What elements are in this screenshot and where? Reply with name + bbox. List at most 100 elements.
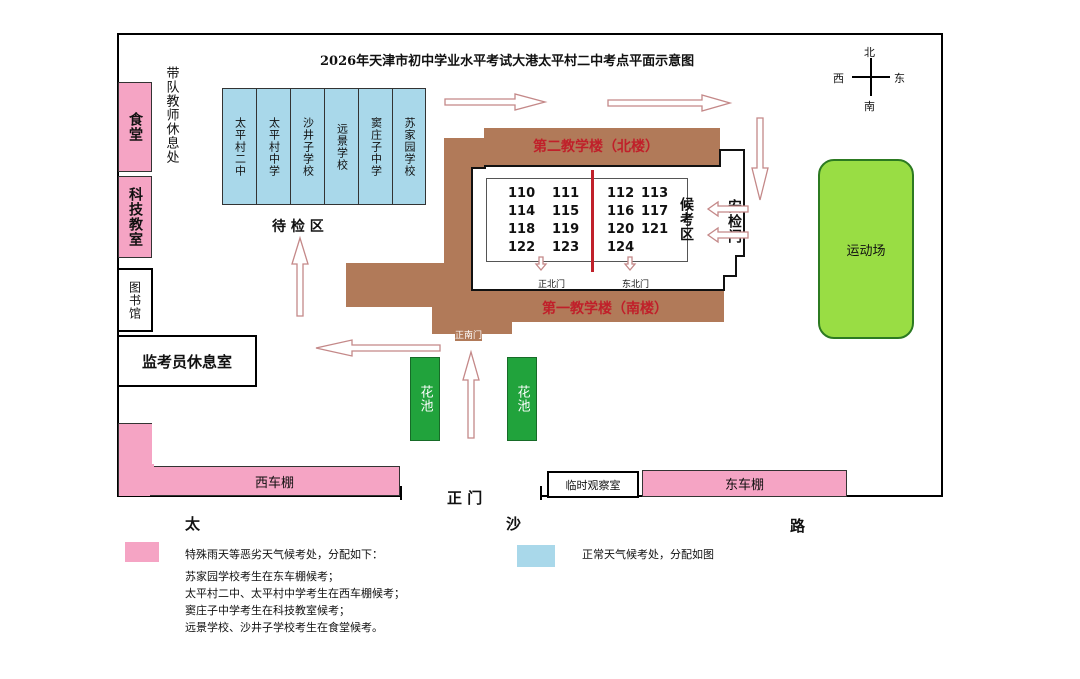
room: 113 — [641, 186, 669, 201]
room-row: 110 111 — [508, 185, 579, 203]
arrow-down-door-1 — [534, 256, 548, 272]
proctor-rest-room: 监考员休息室 — [117, 335, 257, 387]
legend-pink-swatch — [125, 542, 159, 562]
school-1-label: 太平村二中 — [233, 116, 247, 177]
room: 122 — [508, 240, 536, 255]
compass: 北 南 西 东 — [832, 44, 912, 114]
room-row: 112 113 — [607, 185, 668, 203]
compass-west: 西 — [833, 72, 844, 85]
arrow-down-door-2 — [623, 256, 637, 272]
legend-blue-swatch — [517, 545, 555, 567]
room: 118 — [508, 222, 536, 237]
west-shed: 西车棚 — [150, 466, 400, 496]
school-5: 窦庄子中学 — [358, 88, 393, 205]
arrow-right-1 — [444, 93, 548, 111]
legend-blue-label: 正常天气候考处，分配如图 — [582, 548, 714, 561]
room: 123 — [552, 240, 580, 255]
room-row: 124 — [607, 239, 668, 257]
building-main-shape — [346, 128, 724, 334]
legend-note: 太平村二中、太平村中学考生在西车棚候考； — [185, 587, 405, 600]
school-6: 苏家园学校 — [392, 88, 426, 205]
room: 114 — [508, 204, 536, 219]
south-building-label: 第一教学楼（南楼） — [542, 301, 668, 317]
room: 117 — [641, 204, 669, 219]
gate-post-left — [400, 486, 402, 500]
school-2-label: 太平村中学 — [267, 116, 281, 177]
room: 124 — [607, 240, 635, 255]
legend-pink-label: 特殊雨天等恶劣天气候考处，分配如下： — [185, 548, 383, 561]
room-row: 114 115 — [508, 203, 579, 221]
south-main-door: 正南门 — [455, 328, 483, 341]
road-char-1: 太 — [185, 515, 201, 533]
tech-classroom: 科技教室 — [118, 176, 152, 258]
arrow-left-2 — [706, 226, 749, 244]
legend-note: 苏家园学校考生在东车棚候考； — [185, 570, 339, 583]
room: 110 — [508, 186, 536, 201]
north-main-door: 正北门 — [538, 280, 566, 290]
room-row: 120 121 — [607, 221, 668, 239]
waiting-area: 候考区 — [676, 186, 696, 252]
road-char-3: 路 — [790, 517, 806, 535]
classrooms-area — [486, 178, 688, 262]
legend-notes: 苏家园学校考生在东车棚候考； 太平村二中、太平村中学考生在西车棚候考； 窦庄子中… — [185, 568, 405, 636]
room: 111 — [552, 186, 580, 201]
north-building-label: 第二教学楼（北楼） — [533, 139, 659, 155]
school-5-label: 窦庄子中学 — [369, 116, 383, 177]
flower-bed-right-label: 花池 — [514, 385, 530, 413]
road-char-2: 沙 — [506, 515, 522, 533]
compass-east: 东 — [894, 72, 905, 85]
sports-field-label: 运动场 — [846, 243, 886, 259]
arrow-left-1 — [706, 200, 749, 218]
proctor-rest-label: 监考员休息室 — [141, 352, 232, 371]
west-shed-label: 西车棚 — [254, 475, 294, 491]
school-4-label: 远景学校 — [335, 122, 349, 171]
map-title: 2026年天津市初中学业水平考试大港太平村二中考点平面示意图 — [320, 54, 695, 69]
gate-post-right — [540, 486, 542, 500]
room: 119 — [552, 222, 580, 237]
arrow-right-2 — [607, 94, 733, 112]
temp-observation-label: 临时观察室 — [565, 478, 621, 492]
center-divider — [591, 170, 594, 272]
arrow-up-check — [291, 235, 309, 317]
north-east-door: 东北门 — [622, 280, 650, 290]
arrow-down-right — [751, 117, 769, 201]
flower-bed-left: 花池 — [410, 357, 440, 441]
west-shed-fill — [119, 464, 154, 495]
room: 115 — [552, 204, 580, 219]
flower-bed-left-label: 花池 — [417, 385, 433, 413]
gate-opening — [402, 490, 540, 500]
room: 121 — [641, 222, 669, 237]
teacher-rest-area: 带队教师休息处 — [158, 60, 184, 170]
room: 116 — [607, 204, 635, 219]
tech-classroom-label: 科技教室 — [127, 187, 143, 247]
arrow-left-south — [315, 339, 441, 357]
room-row: 122 123 — [508, 239, 579, 257]
legend-note: 窦庄子中学考生在科技教室候考； — [185, 604, 350, 617]
legend-note: 远景学校、沙井子学校考生在食堂候考。 — [185, 621, 383, 634]
teacher-rest-label: 带队教师休息处 — [163, 66, 179, 164]
room: 120 — [607, 222, 635, 237]
school-3-label: 沙井子学校 — [301, 116, 315, 177]
library-label: 图书馆 — [127, 280, 142, 320]
sports-field: 运动场 — [818, 159, 914, 339]
compass-horizontal-line — [852, 76, 890, 78]
arrow-up-gate — [462, 349, 480, 439]
temp-observation-room: 临时观察室 — [547, 471, 639, 498]
waiting-area-label: 候考区 — [678, 196, 694, 242]
room-grid-right: 112 113 116 117 120 121 124 — [607, 185, 668, 257]
main-gate-label: 正 门 — [447, 489, 483, 507]
school-3: 沙井子学校 — [290, 88, 325, 205]
canteen-label: 食堂 — [127, 112, 143, 142]
check-area-label: 待 检 区 — [272, 219, 324, 235]
compass-north: 北 — [864, 46, 875, 59]
room-row: 116 117 — [607, 203, 668, 221]
flower-bed-right: 花池 — [507, 357, 537, 441]
east-shed-label: 东车棚 — [724, 478, 764, 493]
school-6-label: 苏家园学校 — [403, 116, 416, 177]
compass-south: 南 — [864, 100, 875, 113]
room: 112 — [607, 186, 635, 201]
east-shed: 东车棚 — [642, 470, 847, 497]
canteen: 食堂 — [118, 82, 152, 172]
school-waiting-group: 太平村二中 太平村中学 沙井子学校 远景学校 窦庄子中学 苏家园学校 — [222, 88, 426, 205]
